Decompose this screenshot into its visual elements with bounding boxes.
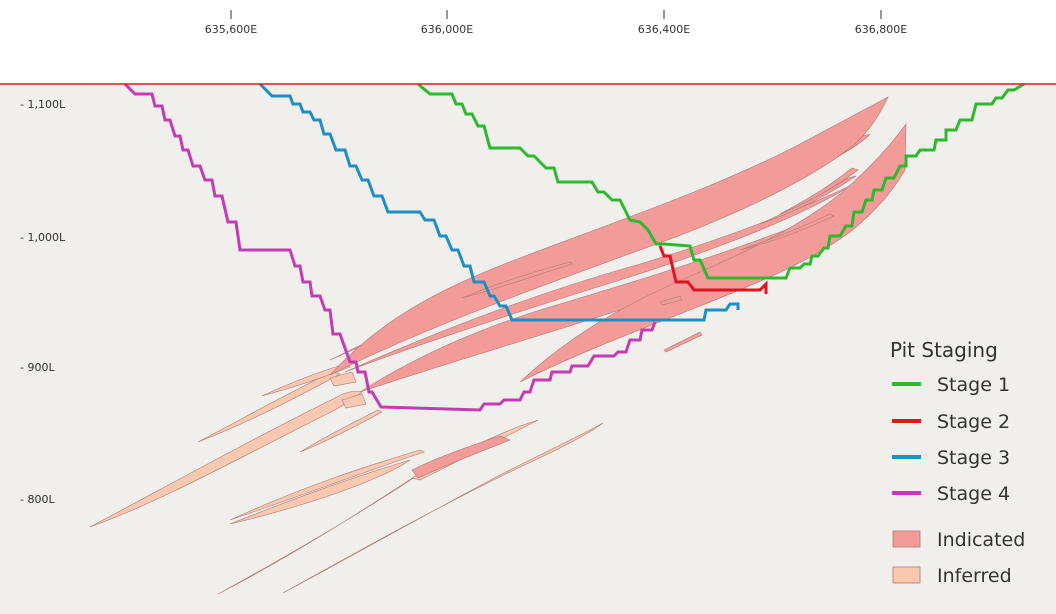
indicated-lens — [739, 213, 835, 251]
level-tick-label: - 1,100L — [20, 98, 66, 111]
level-tick-label: - 800L — [20, 493, 55, 506]
easting-tick-label: 635,600E — [205, 23, 257, 36]
inferred-lens — [229, 459, 411, 525]
easting-tick-label: 636,400E — [638, 23, 690, 36]
indicated-lenses — [329, 96, 907, 479]
indicated-lens — [329, 96, 889, 376]
stage-2-pit-line — [658, 245, 768, 294]
inferred-lens — [329, 371, 357, 387]
inferred-lens — [341, 393, 367, 409]
legend-label-stage-4: Stage 4 — [937, 483, 1010, 505]
inferred-lens — [282, 422, 604, 594]
inferred-lens — [197, 371, 341, 443]
easting-axis: 635,600E 636,000E 636,400E 636,800E — [205, 10, 907, 36]
legend: Pit Staging Stage 1 Stage 2 Stage 3 Stag… — [890, 338, 1025, 587]
stage-4-pit-line — [123, 82, 657, 412]
legend-label-stage-2: Stage 2 — [937, 411, 1010, 433]
level-axis: - 1,100L - 1,000L - 900L - 800L — [20, 98, 66, 506]
level-tick-label: - 900L — [20, 361, 55, 374]
legend-label-inferred: Inferred — [937, 565, 1012, 587]
easting-tick-label: 636,000E — [421, 23, 473, 36]
inferred-lens — [229, 449, 425, 521]
legend-label-stage-3: Stage 3 — [937, 447, 1010, 469]
legend-label-indicated: Indicated — [937, 529, 1025, 551]
stage-1-pit-line — [417, 82, 1025, 280]
indicated-lens — [461, 261, 573, 299]
legend-swatch-inferred — [892, 566, 921, 584]
level-tick-label: - 1,000L — [20, 231, 66, 244]
inferred-lens — [89, 390, 363, 528]
legend-title: Pit Staging — [890, 338, 998, 362]
indicated-lens — [411, 435, 511, 479]
indicated-lens — [659, 295, 683, 306]
legend-swatch-indicated — [892, 530, 921, 548]
indicated-lens — [519, 123, 907, 383]
pit-stages — [123, 82, 1025, 412]
easting-tick-label: 636,800E — [855, 23, 907, 36]
stage-3-pit-line — [258, 82, 740, 322]
inferred-lens — [299, 409, 383, 453]
indicated-lens — [779, 167, 859, 215]
indicated-lens — [663, 331, 703, 353]
legend-label-stage-1: Stage 1 — [937, 374, 1010, 396]
